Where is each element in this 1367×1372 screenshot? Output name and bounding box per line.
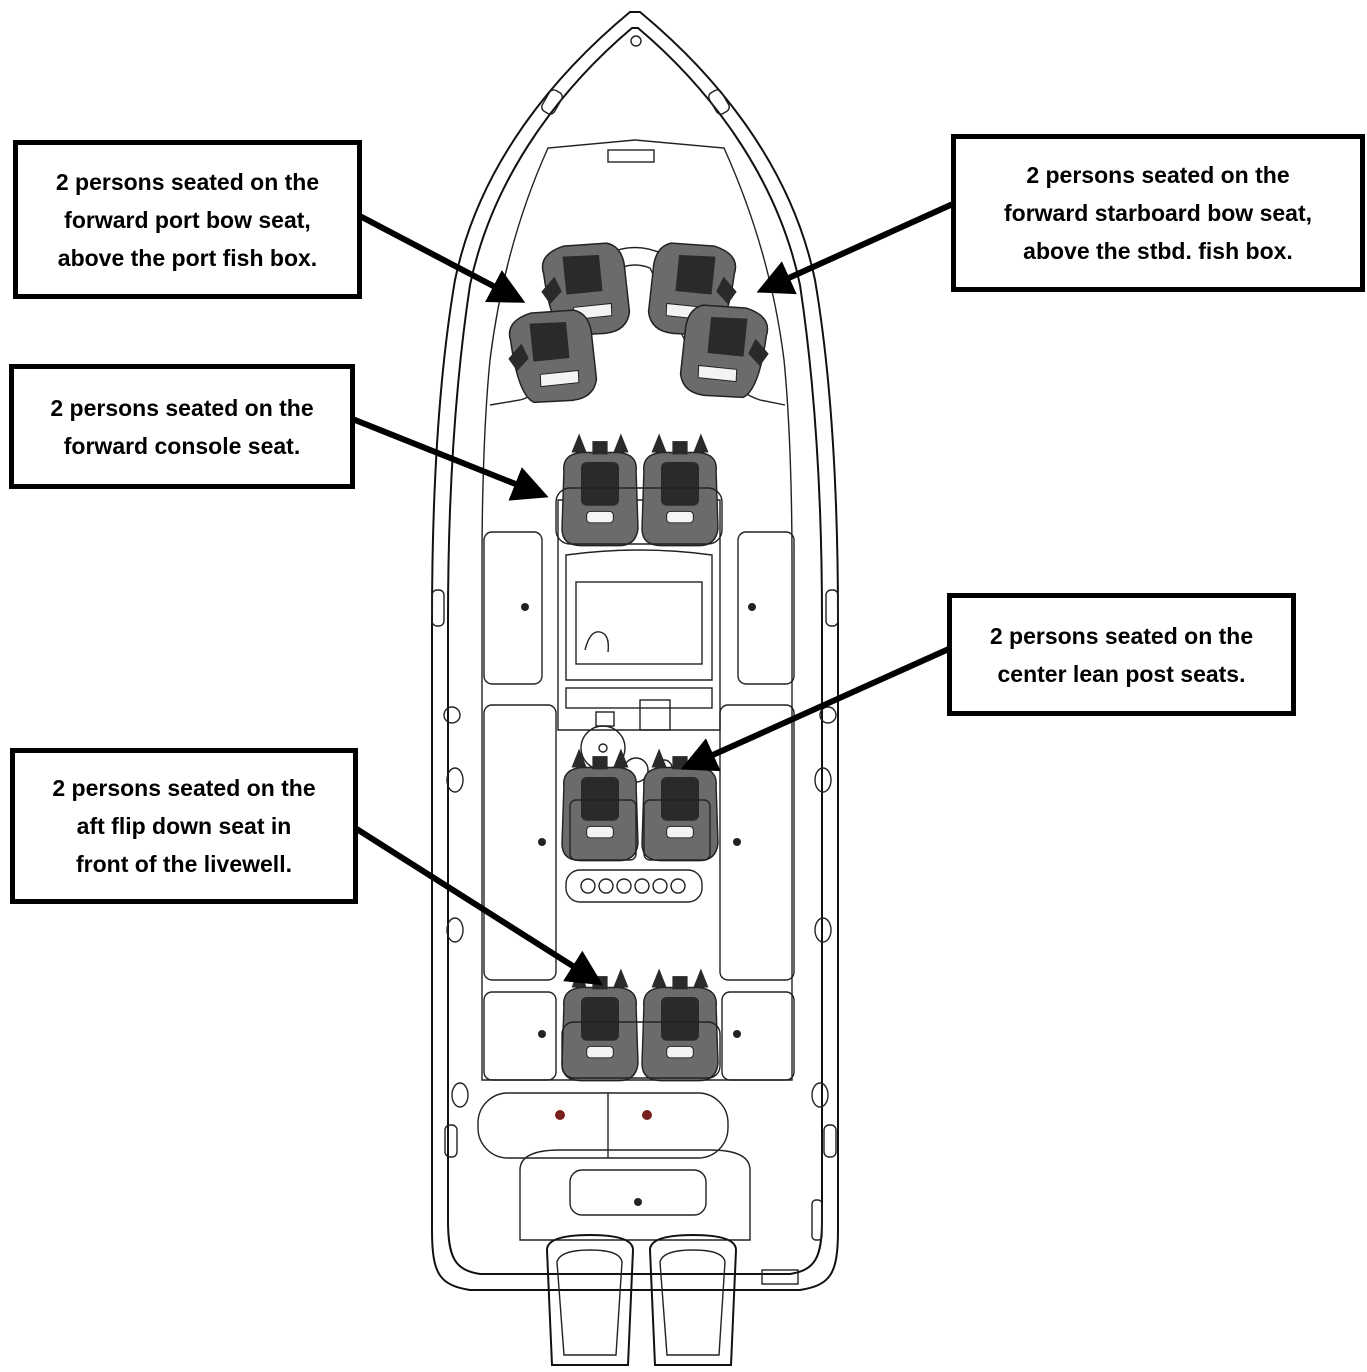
label-line: aft flip down seat in xyxy=(76,813,292,839)
hull-outline xyxy=(431,11,839,1291)
label-line: forward port bow seat, xyxy=(64,206,311,233)
lean-post-base xyxy=(565,869,703,903)
label-line: center lean post seats. xyxy=(997,660,1246,687)
bow-seats-starboard xyxy=(639,233,778,408)
arrow-forward-port xyxy=(354,211,526,303)
outboard-engines xyxy=(545,1233,738,1366)
arrow-forward-console xyxy=(348,415,549,501)
arrow-center-lean-post xyxy=(680,645,953,772)
bow-seats-port xyxy=(499,233,639,413)
lean-post-seats xyxy=(561,747,719,862)
label-line: 2 persons seated on the xyxy=(50,394,314,421)
label-forward-port-bow-seat: 2 persons seated on the forward port bow… xyxy=(13,140,362,299)
pointer-arrows xyxy=(348,200,957,986)
arrow-aft-flip-down xyxy=(350,823,604,986)
deck-hatches xyxy=(483,531,795,1081)
label-line: 2 persons seated on the xyxy=(55,168,320,195)
label-line: forward starboard bow seat, xyxy=(1003,200,1312,226)
label-line: 2 persons seated on the xyxy=(52,775,316,801)
label-forward-console-seat: 2 persons seated on the forward console … xyxy=(9,364,355,489)
label-line: forward console seat. xyxy=(63,432,301,459)
livewell xyxy=(477,1092,799,1285)
label-line: above the port fish box. xyxy=(57,244,318,271)
label-line: 2 persons seated on the xyxy=(1026,162,1290,188)
label-aft-flip-down-seat: 2 persons seated on the aft flip down se… xyxy=(10,748,358,904)
arrow-forward-starboard xyxy=(756,200,957,295)
label-forward-starboard-bow-seat: 2 persons seated on the forward starboar… xyxy=(951,134,1365,292)
label-line: above the stbd. fish box. xyxy=(1023,238,1293,264)
console-seats xyxy=(555,432,723,547)
aft-flip-down-seats xyxy=(561,967,721,1082)
label-line: 2 persons seated on the xyxy=(989,622,1254,649)
label-center-lean-post-seats: 2 persons seated on the center lean post… xyxy=(947,593,1296,716)
label-line: front of the livewell. xyxy=(76,851,292,877)
